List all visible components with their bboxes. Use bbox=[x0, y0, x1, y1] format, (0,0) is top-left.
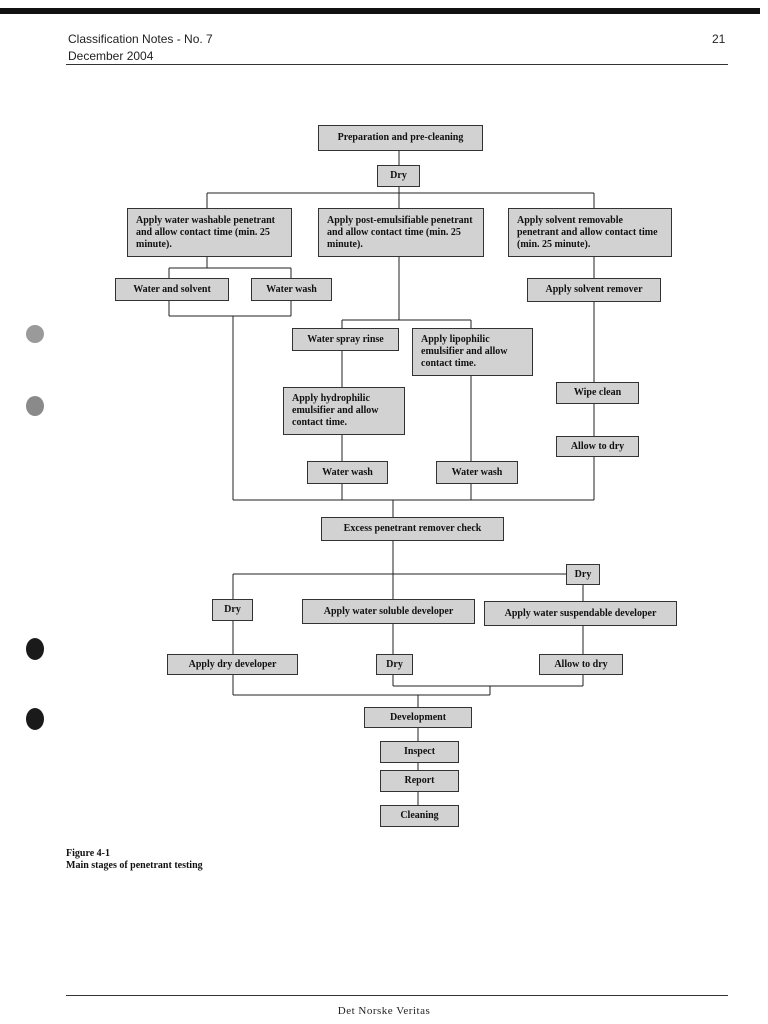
node-apply-hydrophilic-emulsifier: Apply hydrophilic emulsifier and allow c… bbox=[283, 387, 405, 435]
node-apply-post-emulsifiable: Apply post-emulsifiable penetrant and al… bbox=[318, 208, 484, 257]
node-apply-lipophilic-emulsifier: Apply lipophilic emulsifier and allow co… bbox=[412, 328, 533, 376]
node-development: Development bbox=[364, 707, 472, 728]
binder-hole bbox=[26, 325, 44, 343]
binder-hole bbox=[26, 708, 44, 730]
node-inspect: Inspect bbox=[380, 741, 459, 763]
figure-number: Figure 4-1 bbox=[66, 848, 110, 859]
page-number: 21 bbox=[712, 32, 726, 46]
node-apply-dry-developer: Apply dry developer bbox=[167, 654, 298, 675]
node-allow-to-dry-1: Allow to dry bbox=[556, 436, 639, 457]
node-dry-1: Dry bbox=[377, 165, 420, 187]
binder-hole bbox=[26, 638, 44, 660]
node-water-wash-3: Water wash bbox=[436, 461, 518, 484]
node-water-and-solvent: Water and solvent bbox=[115, 278, 229, 301]
node-apply-solvent-remover: Apply solvent remover bbox=[527, 278, 661, 302]
node-preparation-pre-cleaning: Preparation and pre-cleaning bbox=[318, 125, 483, 151]
node-cleaning: Cleaning bbox=[380, 805, 459, 827]
node-wipe-clean: Wipe clean bbox=[556, 382, 639, 404]
node-water-wash-2: Water wash bbox=[307, 461, 388, 484]
figure-caption: Main stages of penetrant testing bbox=[66, 860, 203, 871]
node-dry-mid: Dry bbox=[376, 654, 413, 675]
node-dry-left: Dry bbox=[212, 599, 253, 621]
document-date: December 2004 bbox=[68, 49, 154, 63]
binder-hole bbox=[26, 396, 44, 416]
node-apply-water-soluble-developer: Apply water soluble developer bbox=[302, 599, 475, 624]
node-dry-right: Dry bbox=[566, 564, 600, 585]
top-rule bbox=[0, 8, 760, 14]
header-rule bbox=[66, 64, 728, 65]
node-apply-water-suspendable-developer: Apply water suspendable developer bbox=[484, 601, 677, 626]
node-apply-solvent-removable: Apply solvent removable penetrant and al… bbox=[508, 208, 672, 257]
node-report: Report bbox=[380, 770, 459, 792]
document-title: Classification Notes - No. 7 bbox=[68, 32, 213, 46]
node-water-spray-rinse: Water spray rinse bbox=[292, 328, 399, 351]
node-water-wash-1: Water wash bbox=[251, 278, 332, 301]
node-apply-water-washable: Apply water washable penetrant and allow… bbox=[127, 208, 292, 257]
node-excess-penetrant-remover-check: Excess penetrant remover check bbox=[321, 517, 504, 541]
footer-rule bbox=[66, 995, 728, 996]
node-allow-to-dry-2: Allow to dry bbox=[539, 654, 623, 675]
footer-publisher: Det Norske Veritas bbox=[337, 1005, 431, 1017]
